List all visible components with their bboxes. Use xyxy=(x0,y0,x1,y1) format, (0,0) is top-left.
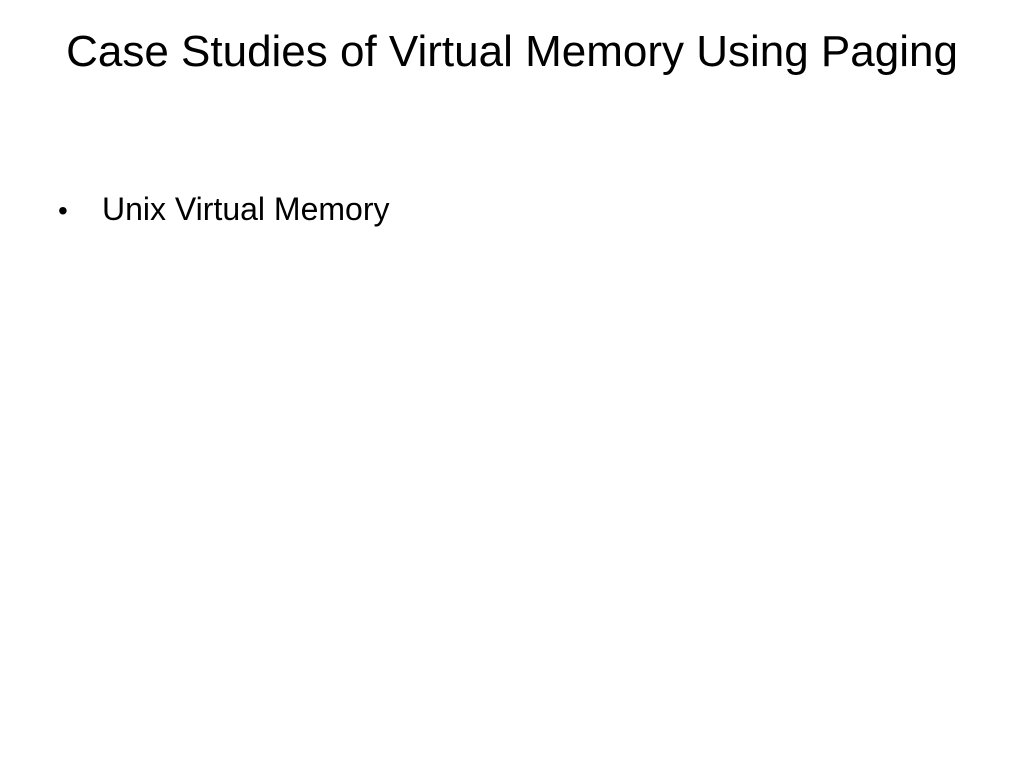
bullet-icon: • xyxy=(58,195,68,226)
bullet-text: Unix Virtual Memory xyxy=(102,191,390,227)
list-item: • Unix Virtual Memory xyxy=(58,190,958,228)
bullet-list: • Unix Virtual Memory xyxy=(58,190,958,228)
slide-title: Case Studies of Virtual Memory Using Pag… xyxy=(66,27,958,76)
